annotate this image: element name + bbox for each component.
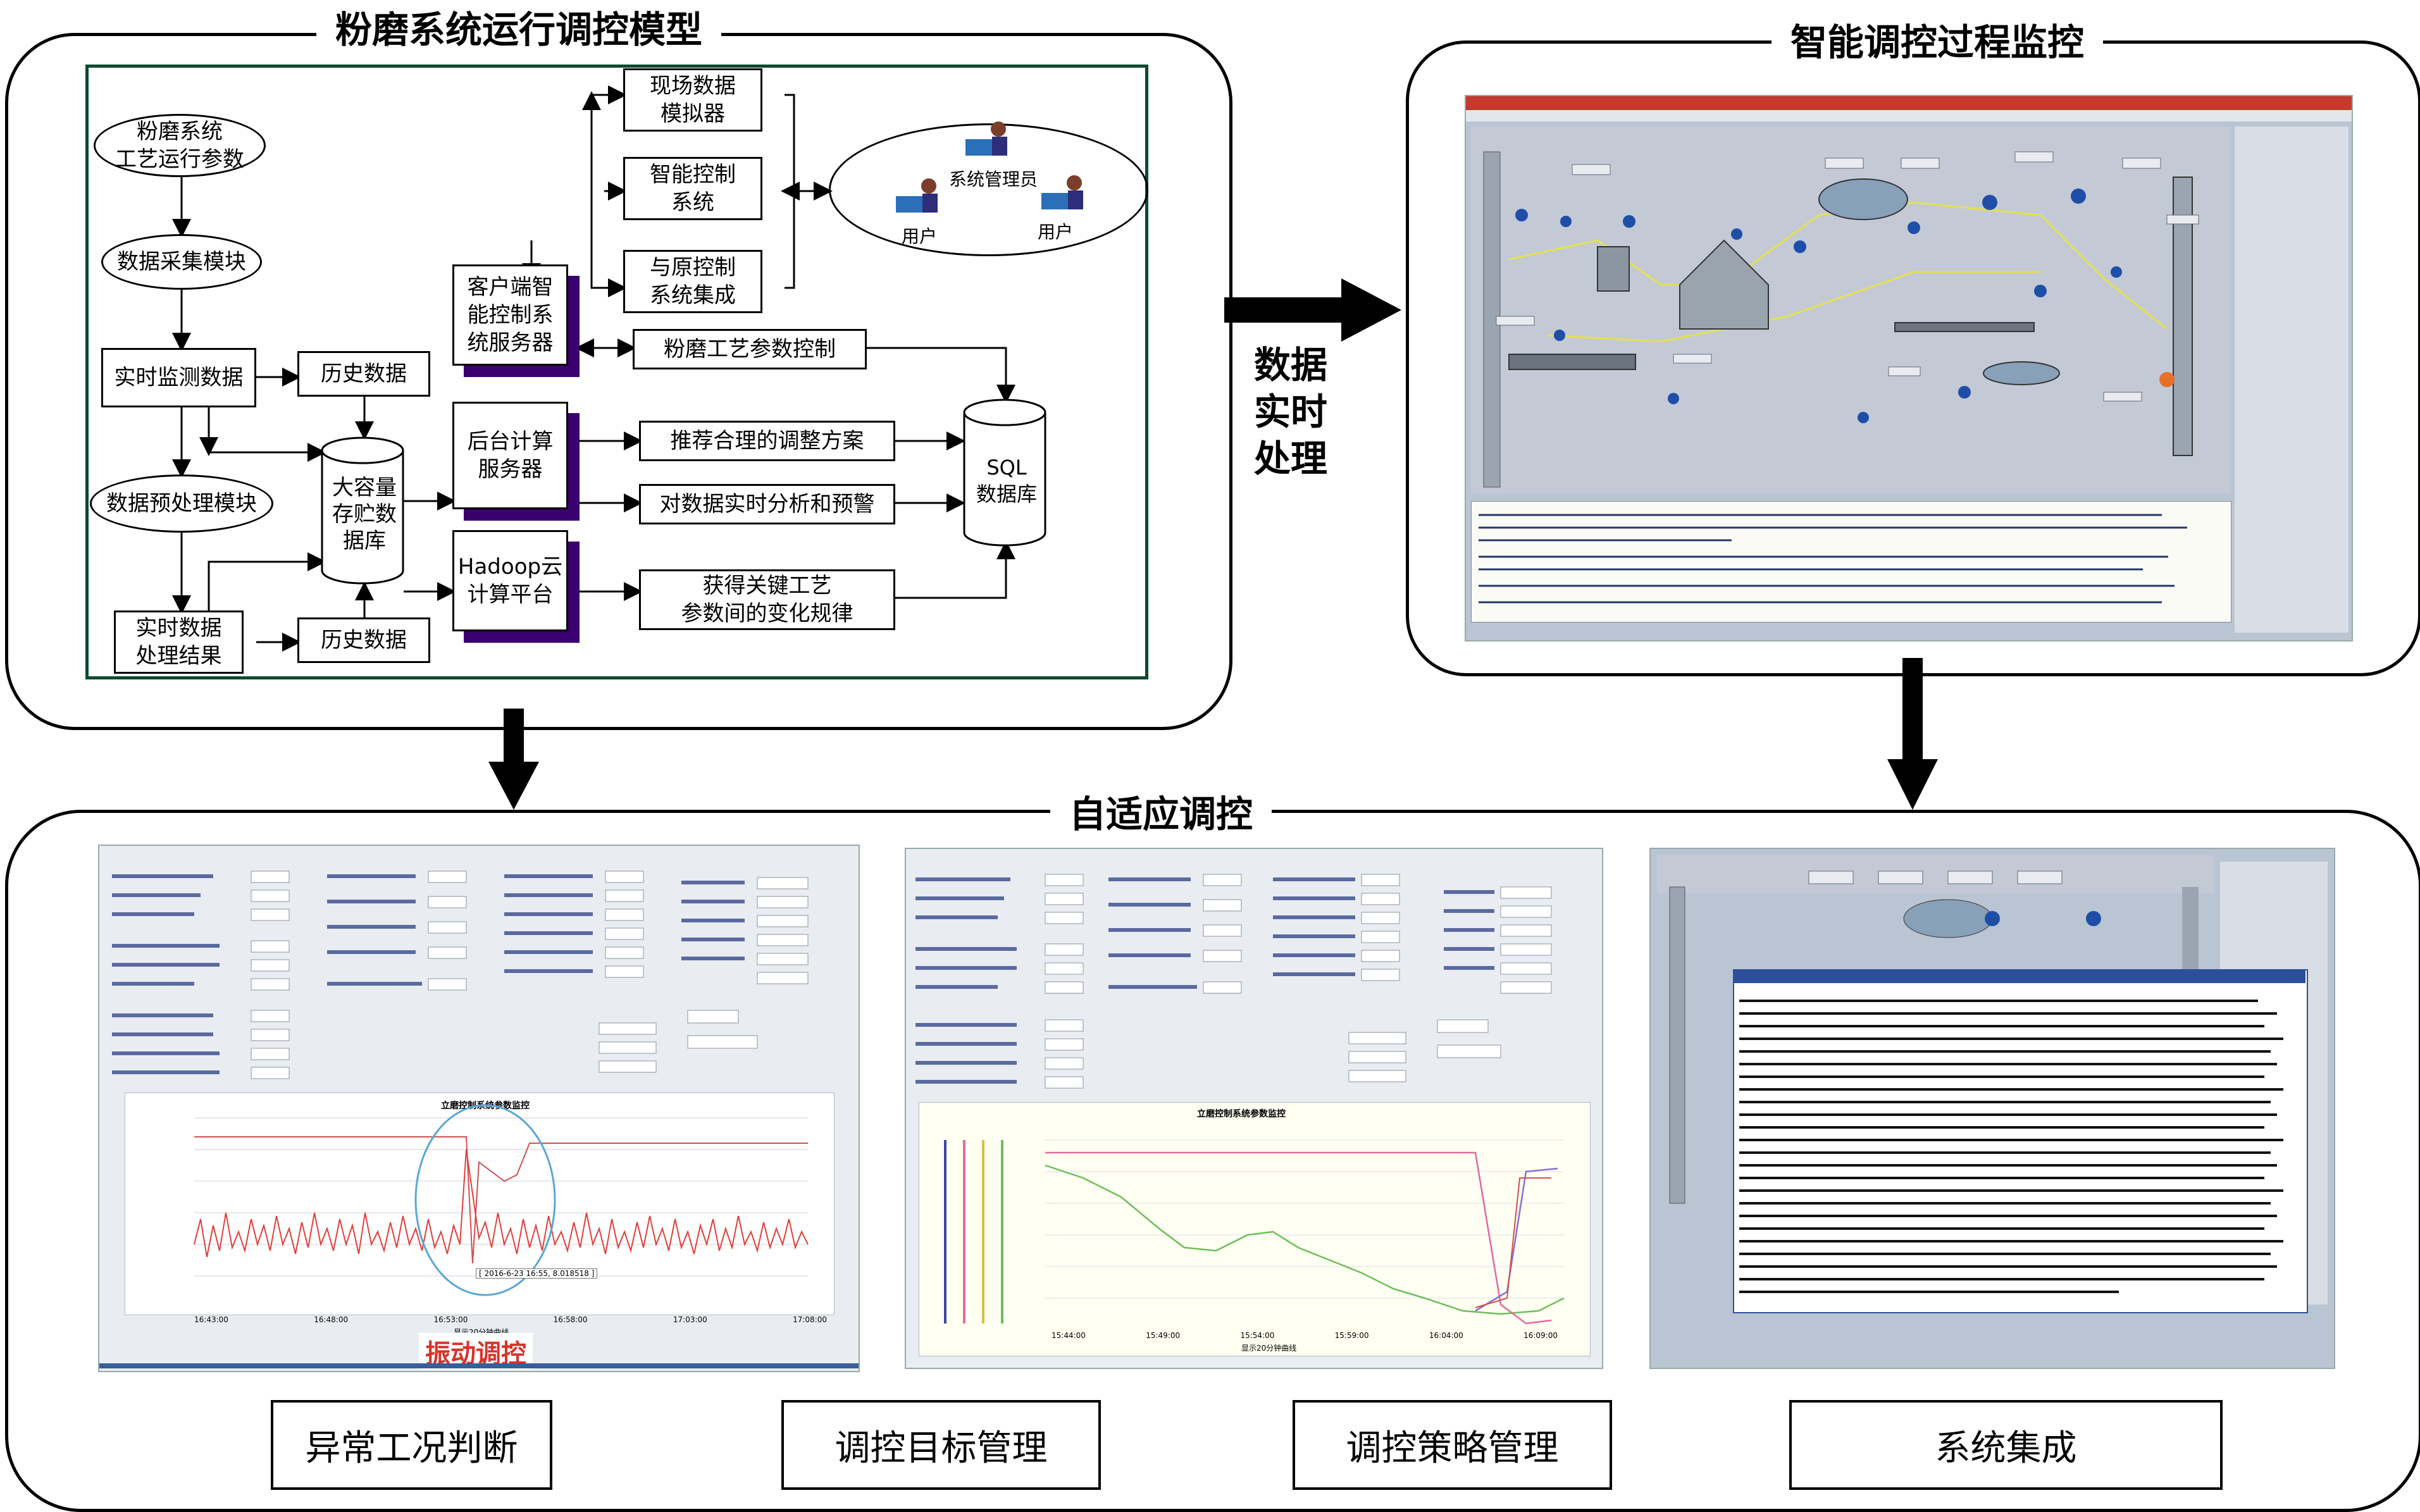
realtime-processing-label: 数据 实时 处理 xyxy=(1253,344,1327,480)
users-ellipse xyxy=(829,123,1148,256)
recommend-node: 推荐合理的调整方案 xyxy=(639,421,895,461)
abnormal-condition-button[interactable]: 异常工况判断 xyxy=(271,1400,552,1490)
smart-control-node: 智能控制 系统 xyxy=(623,157,762,220)
highlight-ellipse xyxy=(414,1104,556,1296)
user-label-1: 用户 xyxy=(902,226,938,247)
data-collection-node: 数据采集模块 xyxy=(101,234,262,290)
sql-database-cylinder xyxy=(963,399,1046,547)
vibration-series-line xyxy=(194,1149,809,1258)
history-data-node-2: 历史数据 xyxy=(297,617,430,663)
model-panel-title: 粉磨系统运行调控模型 xyxy=(316,0,722,53)
backend-server-node: 后台计算 服务器 xyxy=(452,402,568,509)
x-tick: 16:58:00 xyxy=(553,1315,588,1324)
field-simulator-node: 现场数据 模拟器 xyxy=(623,68,762,132)
scada-menu-bar xyxy=(1466,110,2352,121)
window-titlebar xyxy=(1466,96,2352,110)
adaptive-panel-title: 自适应调控 xyxy=(1050,784,1272,838)
down-arrow-icon xyxy=(1887,658,1938,810)
scada-screenshot xyxy=(1465,95,2353,641)
monitor-panel-title: 智能调控过程监控 xyxy=(1772,13,2104,66)
x-tick: 16:48:00 xyxy=(314,1315,349,1324)
green-series-line xyxy=(1045,1164,1565,1315)
x-label-2: 显示20分钟曲线 xyxy=(1241,1344,1297,1353)
scada-process-diagram xyxy=(1483,151,2199,488)
down-arrow-icon xyxy=(488,709,539,810)
x-tick: 16:04:00 xyxy=(1429,1331,1463,1340)
purple-series-line xyxy=(1475,1167,1558,1312)
integration-screenshot xyxy=(1649,848,2335,1369)
vibration-series-chart xyxy=(194,1104,809,1296)
target-form-fields xyxy=(915,874,1552,1089)
flowchart-frame xyxy=(85,65,1148,679)
strategy-management-button[interactable]: 调控策略管理 xyxy=(1293,1400,1612,1490)
computer-user-icon xyxy=(896,178,938,213)
user-label-2: 用户 xyxy=(1038,221,1074,242)
target-management-screenshot: 立磨控制系统参数监控 15:44:00 15:49:00 15:54:00 15… xyxy=(905,848,1603,1369)
x-ticks-2: 15:44:00 15:49:00 15:54:00 15:59:00 16:0… xyxy=(1052,1331,1558,1340)
x-tick: 16:53:00 xyxy=(433,1315,468,1324)
scada-log-lines xyxy=(1479,514,2187,604)
x-ticks-1: 16:43:00 16:48:00 16:53:00 16:58:00 17:0… xyxy=(194,1315,827,1324)
legacy-integration-node: 与原控制 系统集成 xyxy=(623,250,762,313)
x-tick: 15:59:00 xyxy=(1334,1331,1369,1340)
key-params-node: 获得关键工艺 参数间的变化规律 xyxy=(639,569,895,630)
computer-user-icon xyxy=(1041,175,1083,209)
realtime-results-node: 实时数据 处理结果 xyxy=(114,610,244,674)
x-tick: 17:03:00 xyxy=(673,1315,707,1324)
x-tick: 15:54:00 xyxy=(1240,1331,1275,1340)
analyze-alarm-node: 对数据实时分析和预警 xyxy=(639,484,895,524)
mass-storage-cylinder xyxy=(321,437,404,585)
x-tick: 15:44:00 xyxy=(1052,1331,1086,1340)
log-window-lines xyxy=(1739,1000,2283,1293)
preprocess-node: 数据预处理模块 xyxy=(90,474,273,533)
caption-underline xyxy=(99,1363,859,1368)
flowchart-connectors xyxy=(172,85,1015,652)
target-management-button[interactable]: 调控目标管理 xyxy=(781,1400,1101,1490)
pink-series-line xyxy=(1045,1151,1552,1325)
target-series-chart xyxy=(944,1139,1565,1325)
x-tick: 16:09:00 xyxy=(1523,1331,1558,1340)
client-server-node: 客户端智 能控制系 统服务器 xyxy=(452,264,568,366)
scada-side-panel xyxy=(2235,127,2349,633)
mass-storage-label: 大容量 存贮数 据库 xyxy=(332,475,397,554)
x-tick: 17:08:00 xyxy=(793,1315,827,1324)
computer-user-icon xyxy=(965,121,1007,156)
vibration-control-screenshot: 立磨控制系统参数监控 [ 2016-6-23 16:55, 8.018518 ]… xyxy=(98,845,860,1372)
grinding-param-control-node: 粉磨工艺参数控制 xyxy=(633,329,867,369)
realtime-monitor-node: 实时监测数据 xyxy=(101,348,256,407)
history-data-node-1: 历史数据 xyxy=(297,351,430,397)
red-series-line xyxy=(1475,1177,1551,1308)
process-params-node: 粉磨系统 工艺运行参数 xyxy=(94,114,266,177)
chart-title-2: 立磨控制系统参数监控 xyxy=(1197,1109,1286,1119)
settings-form-fields xyxy=(112,871,809,1079)
admin-label: 系统管理员 xyxy=(949,169,1038,190)
system-integration-button[interactable]: 系统集成 xyxy=(1789,1400,2223,1490)
x-tick: 16:43:00 xyxy=(194,1315,228,1324)
log-window-titlebar xyxy=(1733,969,2305,983)
sql-db-label: SQL 数据库 xyxy=(976,455,1037,506)
right-arrow-icon xyxy=(1224,278,1401,342)
x-tick: 15:49:00 xyxy=(1146,1331,1181,1340)
hadoop-node: Hadoop云 计算平台 xyxy=(452,530,568,631)
target-chart xyxy=(919,1102,1591,1356)
tooltip-1: [ 2016-6-23 16:55, 8.018518 ] xyxy=(476,1268,598,1279)
